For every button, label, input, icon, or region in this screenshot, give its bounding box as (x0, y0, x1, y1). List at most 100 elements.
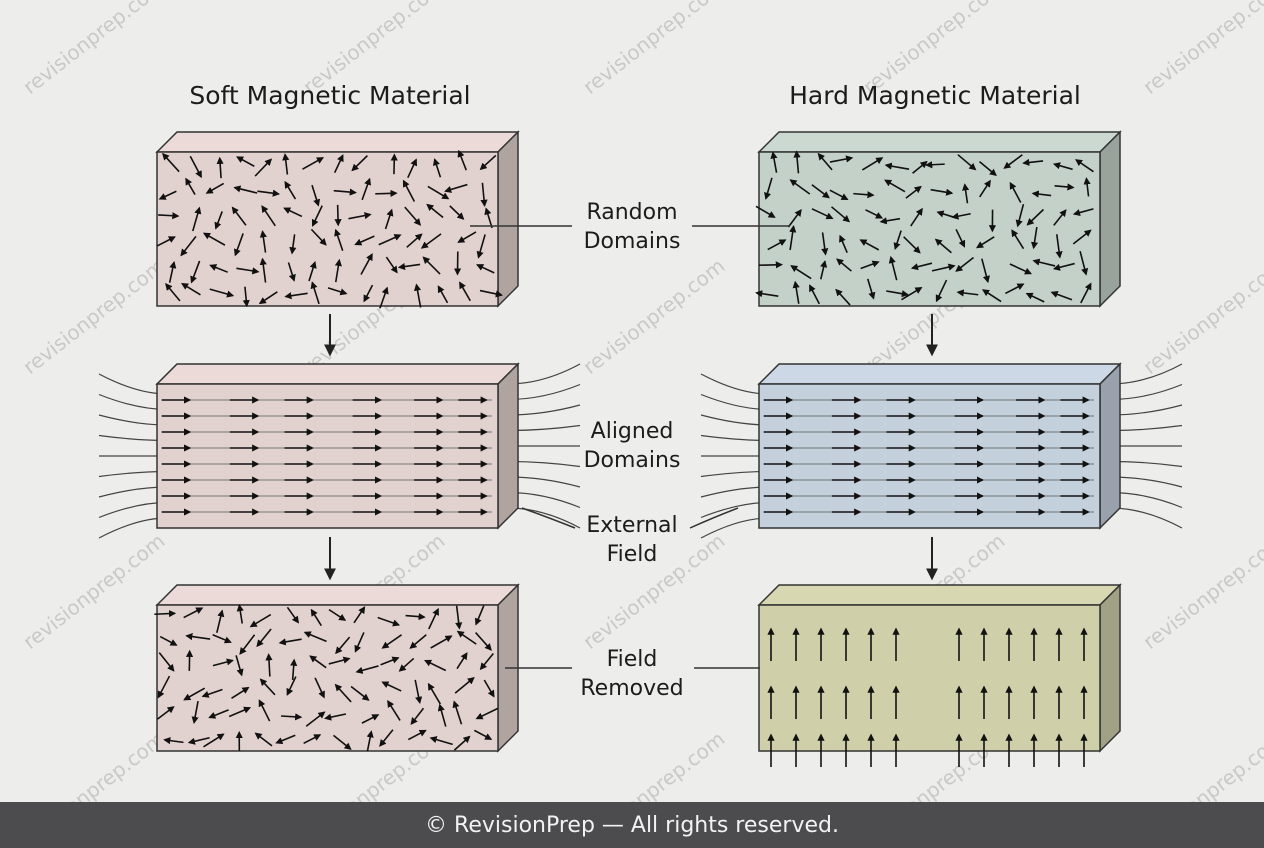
soft-random-domain-arrow (378, 234, 402, 246)
hard-random-domain-arrow (1053, 209, 1067, 226)
soft-random-domain-arrow (334, 258, 342, 283)
soft-removed-domain-arrow (328, 608, 347, 621)
soft-removed-domain-arrow (158, 652, 175, 672)
soft-random-domain-arrow (397, 262, 421, 271)
soft-removed-domain-arrow (310, 608, 323, 627)
hard-random-domain-arrow (789, 225, 797, 251)
hard-random-domain-arrow (865, 209, 884, 219)
soft-random-domain-arrow (360, 253, 373, 275)
soft-random-domain-arrow (209, 288, 235, 298)
hard-removed-block-side-face (1099, 583, 1121, 753)
hard-random-domain-arrow (767, 239, 787, 251)
soft-removed-domain-arrow (428, 607, 439, 630)
hard-external-field-line-right (1109, 424, 1183, 432)
soft-removed-domain-arrow (479, 652, 494, 671)
hard-aligned-block-top-face (757, 363, 1122, 385)
hard-random-domain-arrow (931, 263, 956, 272)
soft-removed-domain-arrow (381, 634, 402, 649)
soft-removed-domain-arrow (453, 735, 471, 751)
soft-removed-domain-arrow (314, 677, 325, 699)
soft-removed-domain-arrow (429, 736, 453, 746)
soft-removed-domain-arrow (212, 658, 234, 667)
soft-removed-domain-arrow (265, 653, 273, 677)
soft-aligned-block-side-face (497, 362, 519, 530)
hard-random-domain-arrow (811, 184, 830, 199)
hard-random-domain-arrow (955, 256, 975, 272)
hard-random-domain-arrow (770, 151, 778, 173)
label-aligned-line1: Aligned (591, 419, 674, 444)
soft-removed-domain-arrow (473, 729, 493, 740)
soft-random-domain-arrow (476, 264, 495, 274)
hard-random-domain-arrow (839, 234, 848, 254)
soft-removed-domain-arrow (355, 665, 379, 674)
hard-random-domain-arrow (935, 279, 948, 303)
soft-random-domain-arrow (427, 185, 450, 200)
soft-removed-domain-arrow (414, 679, 423, 705)
soft-removed-domain-arrow (409, 634, 427, 649)
hard-random-domain-arrow (811, 208, 834, 220)
soft-random-domain-arrow (426, 203, 444, 219)
hard-random-domain-arrow (829, 189, 849, 201)
soft-external-field-line-right (507, 424, 581, 432)
hard-random-domain-arrow (1032, 258, 1056, 267)
soft-random-domain-arrow (259, 230, 267, 253)
soft-random-domain-arrow (437, 285, 449, 304)
label-connectors (470, 225, 790, 669)
hard-random-domain-arrow (901, 287, 923, 301)
stage-arrows (324, 314, 938, 581)
hard-external-field-line-right (1109, 491, 1183, 509)
soft-random-domain-arrow (216, 156, 224, 179)
soft-removed-domain-arrow (286, 606, 300, 624)
soft-random-domain-arrow (283, 207, 303, 218)
soft-removed-domain-arrow (303, 631, 327, 643)
soft-random-block (155, 130, 520, 309)
soft-random-domain-arrow (354, 235, 375, 246)
soft-random-domain-arrow (413, 283, 422, 308)
soft-random-domain-arrow (333, 188, 357, 196)
hard-random-domain-arrow (1031, 190, 1052, 198)
soft-removed-domain-arrow (216, 609, 225, 634)
hard-random-domain-arrow (836, 258, 852, 272)
soft-random-domain-arrow (168, 260, 177, 283)
hard-random-domain-arrow (861, 157, 884, 171)
label-random-line1: Random (586, 200, 677, 225)
soft-removed-block-top-face (155, 584, 520, 606)
soft-removed-domain-arrow (254, 732, 273, 747)
soft-removed-domain-arrow (156, 706, 175, 720)
soft-removed-domain-arrow (454, 676, 475, 694)
hard-random-domain-arrow (962, 183, 970, 204)
label-removed-line2: Removed (580, 676, 683, 701)
watermark-text: revisionprep.com (1138, 529, 1264, 654)
soft-removed-domain-arrow (354, 632, 365, 653)
soft-random-domain-arrow (420, 233, 442, 249)
watermark-text: revisionprep.com (18, 254, 169, 379)
soft-random-block-side-face (497, 130, 519, 308)
soft-removed-domain-arrow (235, 655, 244, 677)
hard-random-domain-arrow (859, 239, 880, 251)
soft-removed-domain-arrow (328, 656, 351, 665)
soft-random-domain-arrow (480, 182, 488, 207)
hard-aligned-block-front-face (758, 383, 1101, 529)
soft-random-domain-arrow (375, 189, 398, 197)
hard-random-domain-arrow (1009, 263, 1033, 275)
hard-external-field-line-right (1109, 476, 1183, 488)
hard-random-domain-arrow (975, 236, 995, 249)
soft-removed-domain-arrow (258, 699, 271, 722)
soft-random-domain-arrow (308, 260, 317, 282)
hard-external-field-line-right (1109, 383, 1183, 401)
hard-random-domain-arrow (910, 262, 933, 271)
soft-removed-domain-arrow (430, 635, 453, 649)
soft-random-domain-arrow (310, 281, 320, 305)
soft-external-field-line-right (507, 476, 581, 488)
soft-removed-domain-arrow (154, 609, 177, 618)
soft-random-domain-arrow (190, 260, 201, 284)
hard-random-domain-arrow (790, 265, 812, 280)
soft-removed-domain-arrow (309, 655, 327, 669)
hard-random-domain-arrow (1011, 229, 1025, 250)
soft-removed-domain-arrow (452, 700, 463, 725)
hard-random-domain-arrow (755, 205, 776, 218)
soft-removed-domain-arrow (286, 676, 297, 696)
watermark-text: revisionprep.com (1138, 254, 1264, 379)
hard-random-domain-arrow (884, 179, 906, 193)
hard-random-domain-arrow (1050, 291, 1073, 301)
